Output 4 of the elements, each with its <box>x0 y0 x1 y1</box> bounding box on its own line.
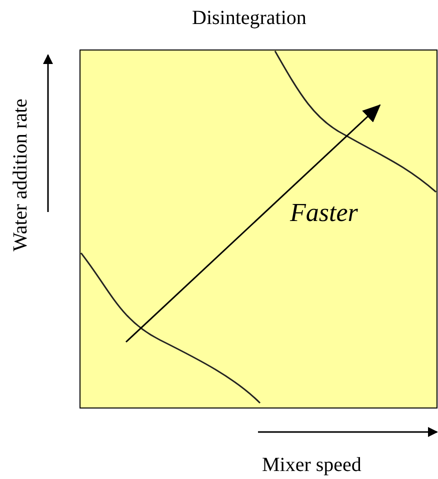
region-label: Disintegration <box>192 8 306 28</box>
axis-label: Water addition rate <box>10 98 30 252</box>
direction-label: Faster <box>290 200 358 226</box>
axis-label: Mixer speed <box>262 455 362 475</box>
